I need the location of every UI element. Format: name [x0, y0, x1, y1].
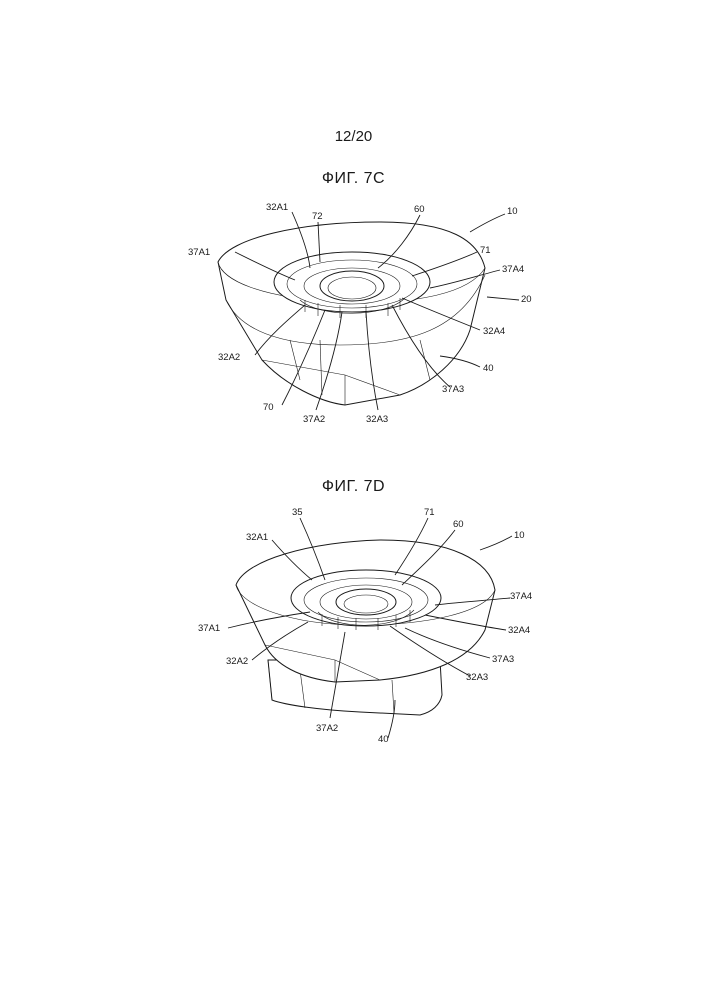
figure-7c-title: ФИГ. 7C	[0, 170, 707, 188]
label-71: 71	[424, 507, 435, 518]
label-37A2: 37A2	[316, 723, 338, 734]
label-32A3: 32A3	[366, 414, 388, 425]
label-32A3: 32A3	[466, 672, 488, 683]
label-60: 60	[414, 204, 425, 215]
label-37A1: 37A1	[198, 623, 220, 634]
label-32A2: 32A2	[226, 656, 248, 667]
label-71: 71	[480, 245, 491, 256]
label-32A1: 32A1	[266, 202, 288, 213]
label-70: 70	[263, 402, 274, 413]
label-37A2: 37A2	[303, 414, 325, 425]
figure-7c-drawing: 10 60 72 32A1 37A1 71 37A4 20 32A4 32A2 …	[0, 195, 707, 445]
label-32A4: 32A4	[483, 326, 505, 337]
label-40: 40	[378, 734, 389, 745]
label-37A1: 37A1	[188, 247, 210, 258]
figure-7d-title: ФИГ. 7D	[0, 478, 707, 496]
figure-7d-drawing: 35 71 60 10 32A1 37A4 37A1 32A4 32A2 37A…	[0, 500, 707, 760]
label-37A4: 37A4	[510, 591, 532, 602]
insert-body	[236, 540, 495, 715]
label-35: 35	[292, 507, 303, 518]
label-37A3: 37A3	[442, 384, 464, 395]
label-32A4: 32A4	[508, 625, 530, 636]
label-72: 72	[312, 211, 323, 222]
label-20: 20	[521, 294, 532, 305]
label-32A1: 32A1	[246, 532, 268, 543]
label-60: 60	[453, 519, 464, 530]
label-40: 40	[483, 363, 494, 374]
label-32A2: 32A2	[218, 352, 240, 363]
label-10: 10	[507, 206, 518, 217]
label-10: 10	[514, 530, 525, 541]
label-37A3: 37A3	[492, 654, 514, 665]
page-number: 12/20	[0, 128, 707, 145]
label-37A4: 37A4	[502, 264, 524, 275]
